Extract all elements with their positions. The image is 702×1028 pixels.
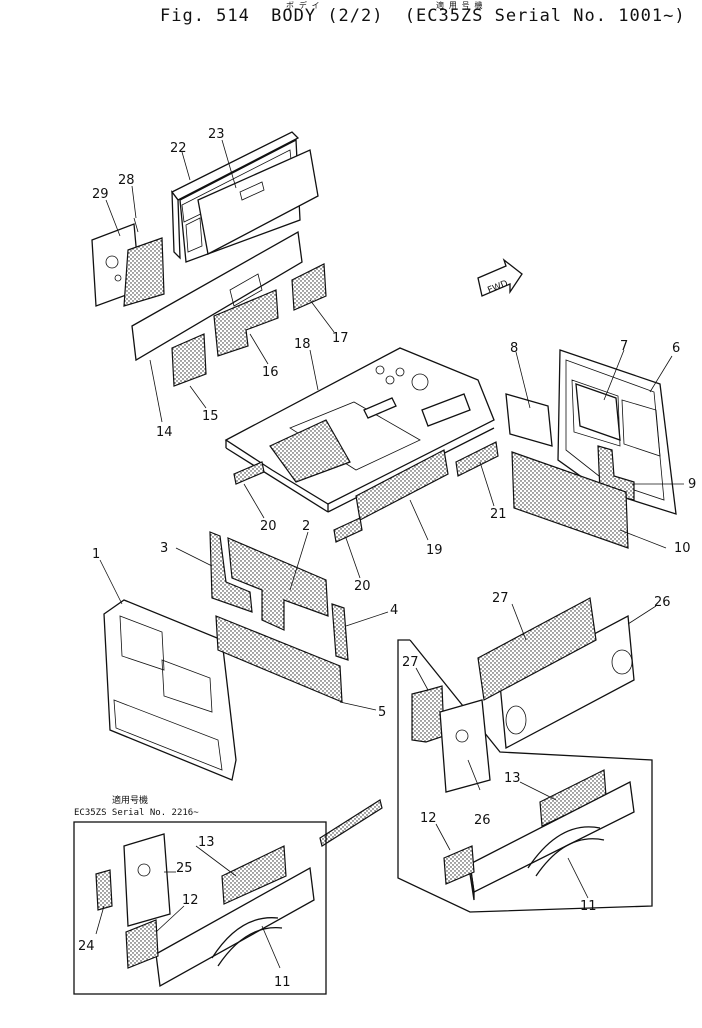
leader-lines [95,139,684,969]
callout-13-inset: 13 [198,835,215,850]
callout-21: 21 [490,507,507,522]
callout-8: 8 [510,341,518,356]
fwd-arrow: FWD [477,258,523,297]
part-8-panel [505,393,553,447]
part-20-pad-upper [233,461,265,485]
callout-11-right: 11 [580,899,597,914]
callout-20-upper: 20 [260,519,277,534]
part-12-pad [443,845,475,885]
part-7-glass [575,383,621,441]
callout-11-inset: 11 [274,975,291,990]
inset-serial: EC35ZS Serial No. 2216~ [74,808,199,818]
callout-14: 14 [156,425,173,440]
callout-10: 10 [674,541,691,556]
callout-9: 9 [688,477,696,492]
part-23-pad [477,597,597,701]
part-1-front-panel [103,599,237,781]
callout-16: 16 [262,365,279,380]
figure-name: BODY (2/2) [271,6,384,26]
callout-13-right: 13 [504,771,521,786]
part-15-pad [171,333,207,387]
callout-25: 23 [208,127,225,142]
callout-28: 28 [118,173,135,188]
callout-1: 1 [92,547,100,562]
part-26-cover [439,699,491,793]
inset-part-13-pad [221,845,287,905]
part-27-pad [411,685,445,743]
callout-12-right: 12 [420,811,437,826]
part-19-strip [355,449,449,521]
title-kana: ボ デ イ [286,1,320,10]
part-5-panel [215,615,343,703]
inset-part-12-pad [125,919,159,969]
callout-29: 29 [92,187,109,202]
callout-18: 18 [294,337,311,352]
figure-number: Fig. 514 [160,6,250,26]
callout-24: 22 [170,141,187,156]
part-28-pad [123,237,165,307]
inset-part-11-side-panel [155,866,315,988]
callout-numbers: 22 23 28 29 14 15 16 17 18 8 7 6 9 10 20… [78,127,696,990]
loose-strip [319,799,383,847]
part-14-long-strip [131,230,303,362]
callout-27-right: 27 [402,655,419,670]
callout-20-lower: 20 [354,579,371,594]
callout-15: 15 [202,409,219,424]
part-20-pad-lower [333,517,363,543]
inset-part-26-cover [123,833,171,927]
callout-12-inset: 12 [182,893,199,908]
part-17-pad [291,263,327,311]
detail-frame-right [397,639,653,913]
callout-4: 4 [390,603,398,618]
callout-27-inset: 24 [78,939,95,954]
part-21-pad [455,441,499,477]
inset-kana: 適用号機 [112,796,149,806]
callout-26-right: 26 [474,813,491,828]
callout-6: 6 [672,341,680,356]
callout-5: 5 [378,705,386,720]
inset-part-27-pad [95,869,113,911]
callout-26-inset: 25 [176,861,193,876]
part-18-roof [224,347,495,513]
callout-7: 7 [620,339,628,354]
figure-title: Fig. 514 BODY (2/2) (EC35ZS Serial No. 1… [160,6,696,26]
callout-23: 27 [492,591,509,606]
callout-19: 19 [426,543,443,558]
callout-22: 26 [654,595,671,610]
callout-2: 2 [302,519,310,534]
part-2-pad [227,537,329,631]
serial-kana: 適 用 号 機 [436,1,483,10]
part-16-pad [213,289,279,357]
part-25-cover-plate [197,149,319,255]
detail-frame-inset [73,821,327,995]
part-11-side-panel [469,781,635,901]
part-4-pad [331,603,349,661]
callout-3: 3 [160,541,168,556]
callout-17: 17 [332,331,349,346]
part-3-pad [209,531,253,613]
part-10-strip [511,451,629,549]
serial-range: (EC35ZS Serial No. 1001~) [404,6,686,26]
